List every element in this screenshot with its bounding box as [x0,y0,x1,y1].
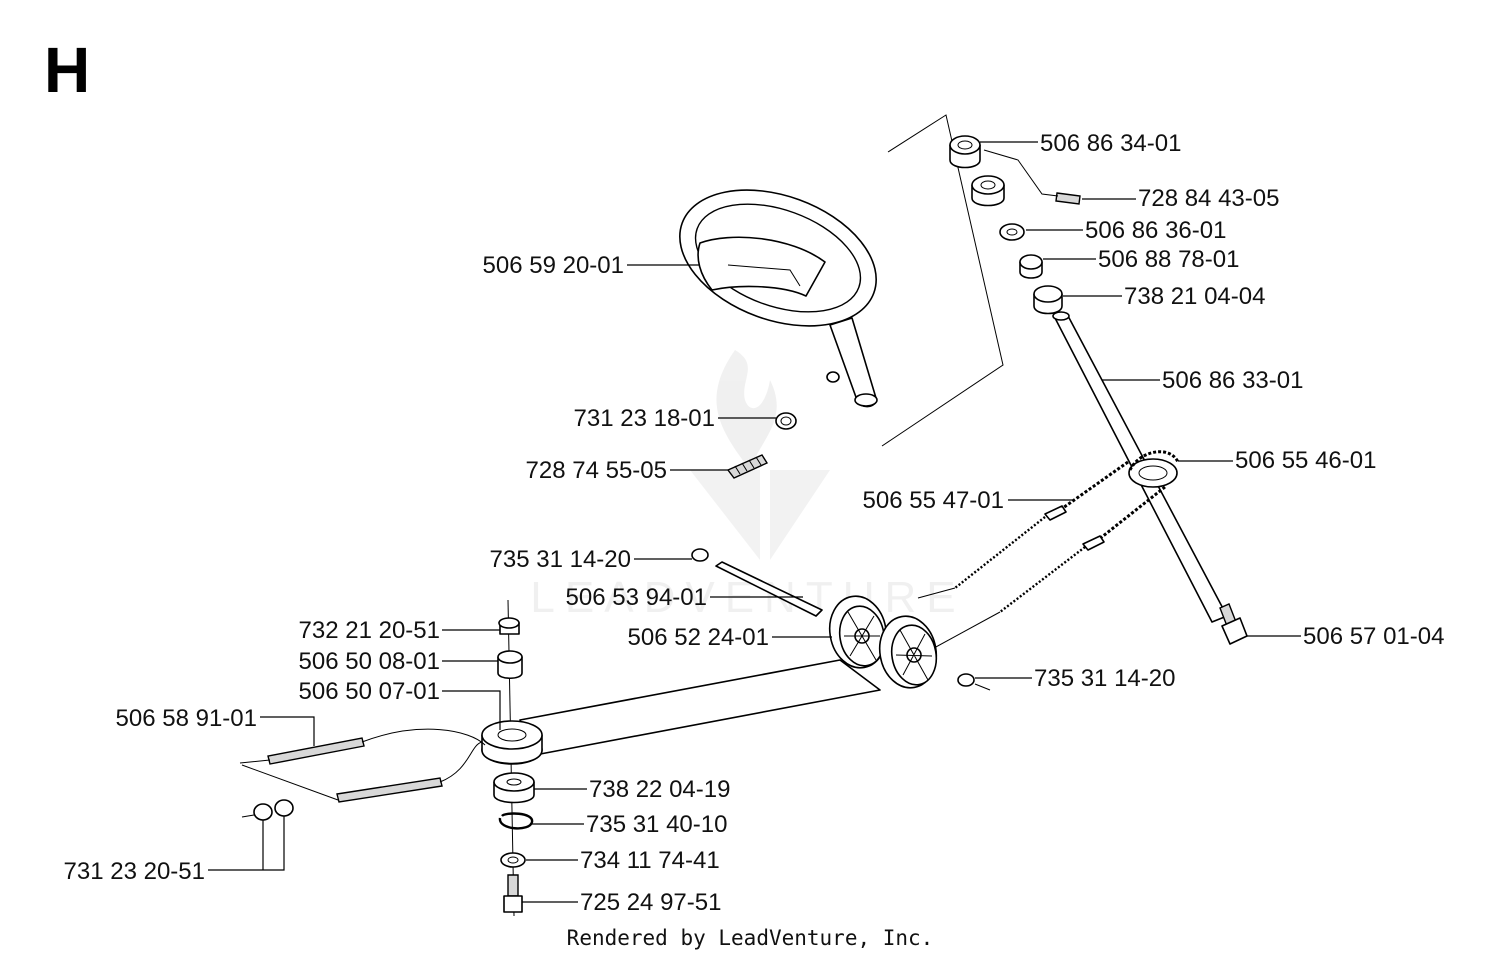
label-506-86-36-01[interactable]: 506 86 36-01 [1085,217,1226,244]
label-732-21-20-51[interactable]: 732 21 20-51 [299,617,440,644]
tie-rod-506589101-part[interactable] [239,728,486,803]
label-506-59-20-01[interactable]: 506 59 20-01 [483,252,624,279]
washer-506863601-part[interactable] [999,223,1025,241]
assembly-bracket-line [881,114,1004,447]
label-506-58-91-01[interactable]: 506 58 91-01 [116,705,257,732]
axle-506539401-part[interactable] [715,561,823,617]
nuts-731232051-part[interactable] [241,799,294,821]
label-506-88-78-01[interactable]: 506 88 78-01 [1098,246,1239,273]
label-506-50-07-01[interactable]: 506 50 07-01 [299,678,440,705]
label-735-31-14-20-b[interactable]: 735 31 14-20 [1034,665,1175,692]
label-506-52-24-01[interactable]: 506 52 24-01 [628,624,769,651]
label-506-53-94-01[interactable]: 506 53 94-01 [566,584,707,611]
bushing-506863401-part[interactable] [949,135,981,169]
chain-cable-506554701-part[interactable] [954,460,1166,613]
bearing-738220419-part[interactable] [493,772,535,804]
label-728-84-43-05[interactable]: 728 84 43-05 [1138,185,1279,212]
cable-end-a [917,587,956,599]
label-734-11-74-41[interactable]: 734 11 74-41 [580,847,720,874]
label-506-86-33-01[interactable]: 506 86 33-01 [1162,367,1303,394]
label-506-55-47-01[interactable]: 506 55 47-01 [863,487,1004,514]
label-738-22-04-19[interactable]: 738 22 04-19 [589,776,730,803]
setscrew-leader-v [983,149,1059,197]
label-735-31-14-20-a[interactable]: 735 31 14-20 [490,546,631,573]
screw-728745505-part[interactable] [726,454,769,479]
steering-wheel-part[interactable] [661,165,895,408]
clip-735311420a-part[interactable] [691,548,709,562]
clip-735311420b-part[interactable] [957,673,975,687]
bushing-506500801-part[interactable] [497,650,523,680]
label-731-23-18-01[interactable]: 731 23 18-01 [574,405,715,432]
pivot-housing-506500701-part[interactable] [481,720,543,765]
bolt-506570104-part[interactable] [1219,603,1248,645]
collar-506863601b-part[interactable] [971,175,1005,207]
watermark-logo: LEADVENTURE [530,350,956,622]
part-labels: 506 86 34-01 728 84 43-05 506 86 36-01 5… [64,130,1445,916]
label-506-50-08-01[interactable]: 506 50 08-01 [299,648,440,675]
clip-b-axis [974,683,991,691]
washer-734117441-part[interactable] [500,852,526,868]
nut-731231801-part[interactable] [775,412,797,430]
nut-732212051-part[interactable] [498,617,520,635]
label-728-74-55-05[interactable]: 728 74 55-05 [526,457,667,484]
label-506-86-34-01[interactable]: 506 86 34-01 [1040,130,1181,157]
render-credit-footer: Rendered by LeadVenture, Inc. [566,926,934,950]
section-letter: H [44,34,91,106]
label-738-21-04-04[interactable]: 738 21 04-04 [1124,283,1265,310]
bearing-738210404-part[interactable] [1033,285,1063,315]
sprocket-506554601-part[interactable] [1128,450,1180,488]
label-506-57-01-04[interactable]: 506 57 01-04 [1303,623,1444,650]
label-731-23-20-51[interactable]: 731 23 20-51 [64,858,205,885]
bolt-725249751-part[interactable] [503,874,523,913]
label-725-24-97-51[interactable]: 725 24 97-51 [580,889,721,916]
snap-ring-735314010-part[interactable] [498,812,534,830]
setscrew-728844305-part[interactable] [1055,192,1081,205]
label-506-55-46-01[interactable]: 506 55 46-01 [1235,447,1376,474]
drag-link-arm-part[interactable] [519,659,881,756]
label-735-31-40-10[interactable]: 735 31 40-10 [586,811,727,838]
leader-lines [208,141,1301,903]
bushing-506887801-part[interactable] [1019,254,1043,279]
setscrew-hole [826,371,840,383]
pulley-506522401-part[interactable] [824,592,942,693]
